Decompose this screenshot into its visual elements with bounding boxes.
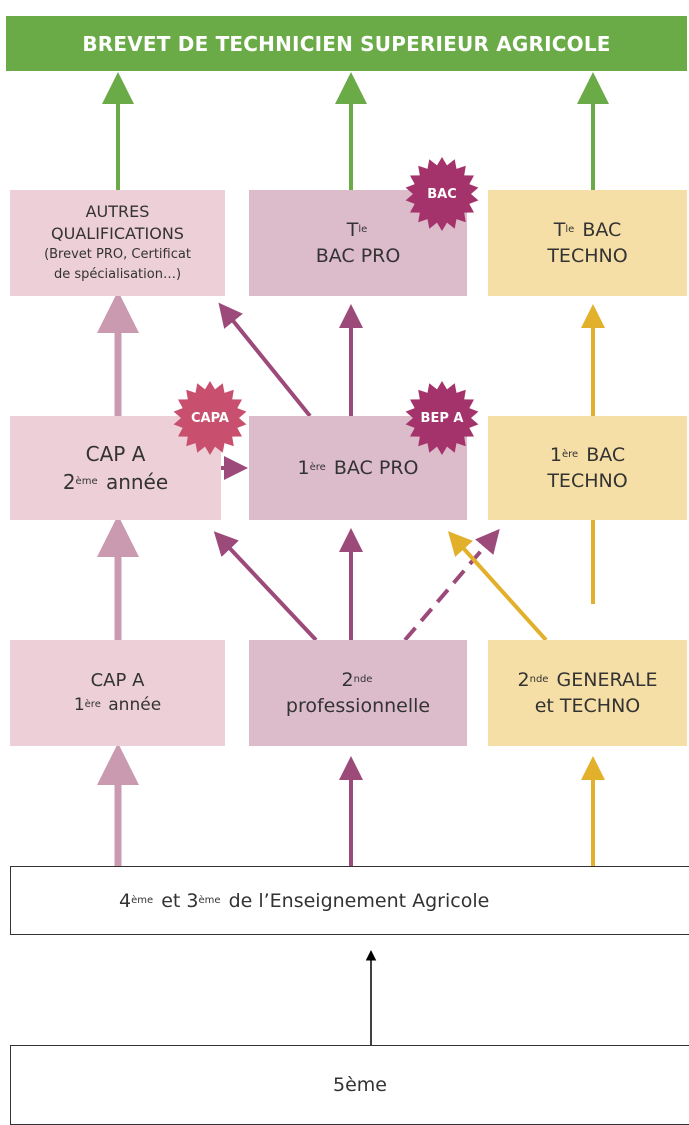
cap2-rest: année	[105, 470, 169, 494]
2pro-sup: nde	[353, 674, 373, 685]
box-cap-a-1: CAP A 1ère année	[10, 640, 225, 746]
box-5e: 5ème	[10, 1045, 689, 1125]
tle-pro-line2: BAC PRO	[315, 245, 401, 267]
cap2-num: 2	[62, 470, 76, 494]
box-4e-3e: 4ème et 3ème de l’Enseignement Agricole	[10, 866, 689, 935]
tle-pro-prefix: T	[346, 219, 359, 241]
1techno-num: 1	[549, 444, 562, 466]
cap1-sup: ère	[84, 699, 101, 710]
arrow-2pro-to-1techno-dashed	[403, 528, 500, 642]
box-1ere-bac-techno: 1ère BAC TECHNO	[488, 416, 687, 520]
box-cap-a-2: CAP A 2ème année	[10, 416, 221, 520]
1techno-sup: ère	[561, 449, 579, 460]
2gen-line2: et TECHNO	[534, 695, 641, 717]
autres-line3: (Brevet PRO, Certificat	[44, 247, 191, 262]
1techno-rest: BAC	[586, 444, 626, 466]
box-tle-bac-techno: Tle BAC TECHNO	[488, 190, 687, 296]
box-autres-qualifications: AUTRES QUALIFICATIONS (Brevet PRO, Certi…	[10, 190, 225, 296]
badge-bac: BAC	[404, 156, 480, 232]
4e-num1: 4	[119, 889, 132, 912]
tle-techno-sup: le	[565, 224, 575, 235]
box-tle-bac-pro: Tle BAC PRO	[249, 190, 467, 296]
arrow-2gen-to-1pro	[447, 531, 548, 642]
autres-line4: de spécialisation…)	[53, 267, 182, 282]
cap2-line1: CAP A	[85, 442, 146, 466]
1techno-line2: TECHNO	[547, 470, 628, 492]
box-2nde-generale: 2nde GENERALE et TECHNO	[488, 640, 687, 746]
badge-bep-a: BEP A	[404, 380, 480, 456]
cap1-line1: CAP A	[90, 670, 145, 691]
2pro-line2: professionnelle	[285, 695, 431, 717]
2pro-num: 2	[341, 669, 354, 691]
starburst-icon	[405, 157, 479, 231]
4e-sup2: ème	[198, 894, 221, 906]
bts-banner: BREVET DE TECHNICIEN SUPERIEUR AGRICOLE	[6, 16, 687, 71]
autres-line2: QUALIFICATIONS	[51, 224, 184, 243]
autres-line1: AUTRES	[85, 202, 150, 221]
tle-pro-sup: le	[358, 224, 368, 235]
2gen-num: 2	[517, 669, 530, 691]
starburst-icon	[173, 381, 247, 455]
badge-capa-label: CAPA	[191, 410, 229, 426]
cap2-sup: ème	[75, 476, 98, 487]
box-2nde-pro: 2nde professionnelle	[249, 640, 467, 746]
badge-bac-label: BAC	[427, 186, 457, 202]
cap1-rest: année	[108, 695, 162, 715]
1pro-sup: ère	[309, 462, 326, 473]
tle-techno-suffix: BAC	[582, 219, 622, 241]
arrow-2pro-to-cap2	[213, 531, 318, 642]
2gen-sup: nde	[529, 674, 549, 685]
cap1-num: 1	[73, 695, 85, 715]
badge-bep-label: BEP A	[420, 410, 464, 426]
4e-sup1: ème	[131, 894, 154, 906]
badge-capa: CAPA	[172, 380, 248, 456]
5e-label: 5ème	[333, 1074, 387, 1096]
bts-title: BREVET DE TECHNICIEN SUPERIEUR AGRICOLE	[82, 31, 611, 56]
4e-mid: et 3	[161, 889, 199, 912]
2gen-rest: GENERALE	[556, 669, 658, 691]
arrow-1pro-to-autres	[218, 302, 312, 418]
4e-rest: de l’Enseignement Agricole	[228, 889, 490, 912]
1pro-num: 1	[297, 457, 310, 479]
1pro-rest: BAC PRO	[333, 457, 419, 479]
tle-techno-line2: TECHNO	[547, 245, 628, 267]
tle-techno-prefix: T	[553, 219, 566, 241]
starburst-icon	[405, 381, 479, 455]
